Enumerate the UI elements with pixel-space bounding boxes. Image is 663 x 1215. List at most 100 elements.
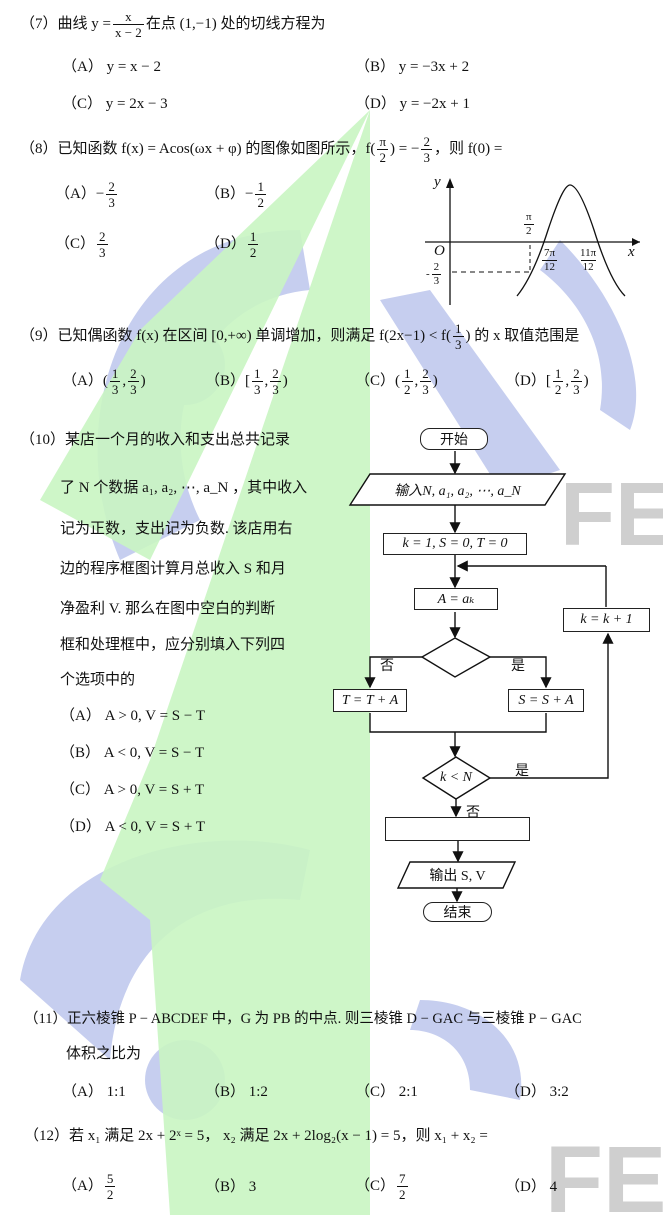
q7-option-a: （A） y = x − 2: [62, 59, 162, 75]
denominator: 3: [97, 244, 108, 260]
numerator: 2: [433, 261, 440, 273]
numerator: 2: [99, 229, 106, 244]
numerator: 2: [423, 134, 430, 149]
flow-init: k = 1, S = 0, T = 0: [383, 533, 527, 555]
q11-line-1: （11）正六棱锥 P − ABCDEF 中，G 为 PB 的中点. 则三棱锥 D…: [24, 1011, 582, 1027]
flow-loop-condition: k < N: [440, 770, 472, 785]
denominator: 3: [128, 381, 139, 397]
numerator: 1: [257, 179, 264, 194]
watermark-text-2: FEIY: [545, 1127, 663, 1215]
q7-option-c: （C） y = 2x − 3: [62, 96, 168, 112]
flowchart-lines: [348, 451, 614, 903]
option-label: （A）: [62, 373, 103, 389]
flow-no-label-1: 否: [380, 659, 394, 674]
q10-line-2: 了 N 个数据 a₁, a₂, ⋯, a_N ，其中收入: [60, 480, 308, 496]
denominator: 12: [542, 260, 558, 273]
flow-assign: A = aₖ: [414, 588, 498, 610]
numerator: 1: [455, 321, 462, 336]
q10-option-d: （D） A < 0, V = S + T: [60, 819, 205, 835]
numerator: π: [379, 134, 387, 149]
q11-option-a: （A） 1:1: [62, 1084, 126, 1100]
q10-line-5: 净盈利 V. 那么在图中空白的判断: [60, 601, 276, 617]
denominator: 2: [377, 149, 388, 165]
denominator: 12: [580, 260, 596, 273]
q9-stem-post: ) 的 x 取值范围是: [465, 328, 580, 344]
sign: −: [245, 186, 254, 202]
option-label: （D）: [205, 236, 246, 252]
denominator: 3: [421, 149, 432, 165]
q8-mid: ) = −: [390, 141, 420, 157]
q11-option-c: （C） 2:1: [355, 1084, 418, 1100]
numerator: 2: [573, 366, 580, 381]
denominator: 3: [252, 381, 263, 397]
comma: ,: [414, 373, 419, 389]
numerator: 2: [108, 179, 115, 194]
bracket: (: [395, 373, 401, 389]
sign: −: [95, 186, 105, 202]
cosine-curve: [516, 184, 626, 297]
denominator: 2: [255, 194, 266, 210]
q12-option-b: （B） 3: [205, 1179, 257, 1195]
option-label: （A）: [62, 1178, 103, 1194]
q10-line-6: 框和处理框中，应分别填入下列四: [60, 637, 286, 653]
q8-f-open: f(: [365, 141, 376, 157]
option-label: （C）: [55, 236, 96, 252]
denominator: 2: [552, 381, 564, 397]
numerator: 2: [272, 366, 279, 381]
numerator: 2: [130, 366, 137, 381]
denominator: 2: [402, 381, 413, 397]
q10-option-b: （B） A < 0, V = S − T: [60, 745, 205, 761]
condition-diamond: [420, 637, 492, 678]
q11-line-2: 体积之比为: [66, 1046, 142, 1062]
sign: -: [426, 268, 430, 280]
flow-input: 输入N, a₁, a₂, ⋯, a_N: [394, 484, 521, 499]
flow-end: 结束: [423, 902, 492, 922]
denominator: 3: [106, 194, 117, 210]
denominator: 3: [420, 381, 431, 397]
q7-option-d: （D） y = −2x + 1: [355, 96, 470, 112]
denominator: 2: [247, 244, 259, 260]
y-axis-arrow-icon: [446, 178, 454, 188]
bracket: ): [140, 373, 146, 389]
q7-option-b: （B） y = −3x + 2: [355, 59, 470, 75]
denominator: 3: [431, 274, 442, 287]
numerator: 7: [399, 1171, 406, 1186]
flow-t-update: T = T + A: [333, 689, 407, 712]
q12-stem: （12）若 x₁ 满足 2x + 2ˣ = 5， x₂ 满足 2x + 2log…: [24, 1128, 488, 1144]
q9-stem: （9）已知偶函数 f(x) 在区间 [0,+∞) 单调增加，则满足 f(2x−1…: [20, 322, 579, 351]
q7-stem-pre: （7）曲线 y =: [20, 16, 111, 32]
bracket: ): [282, 373, 288, 389]
denominator: 3: [270, 381, 281, 397]
option-label: （D）: [505, 373, 546, 389]
option-label: （B）: [205, 186, 246, 202]
x-axis-arrow-icon: [632, 238, 640, 246]
numerator: 1: [254, 366, 261, 381]
q10-option-a: （A） A > 0, V = S − T: [60, 708, 205, 724]
q8-stem-pre: （8）已知函数 f(x) = Acos(ωx + φ) 的图像如图所示，: [20, 141, 366, 157]
flow-output: 输出 S, V: [429, 869, 486, 884]
q9-stem-pre: （9）已知偶函数 f(x) 在区间 [0,+∞) 单调增加，则满足 f(2x−1…: [20, 328, 452, 344]
output-parallelogram: [396, 861, 517, 889]
numerator: 1: [554, 366, 562, 381]
option-label: （A）: [55, 186, 96, 202]
